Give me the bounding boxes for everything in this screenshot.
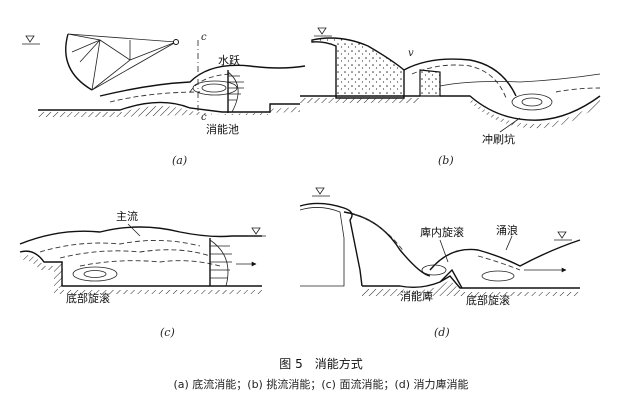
sill-inner-roller: [421, 264, 447, 276]
label-stilling-pool: 消能池: [206, 122, 239, 136]
water-level-icon: [554, 231, 572, 241]
panel-c: 主流 底部旋滚 (c): [19, 209, 266, 339]
panel-d: 庳内旋滚 涌浪 消能庳 底部旋滚 (d): [299, 187, 581, 339]
bottom-roller: [72, 266, 118, 282]
mark-v: v: [408, 48, 414, 59]
panel-tag-d: (d): [434, 326, 450, 339]
panel-tag-b: (b): [438, 154, 454, 167]
bottom-roller-d: [481, 270, 515, 282]
label-bottom-roller-d: 底部旋滚: [466, 293, 510, 307]
section-mark-bottom: c: [201, 112, 207, 123]
panel-tag-c: (c): [160, 326, 175, 339]
scour-vortex: [511, 93, 553, 111]
panel-tag-a: (a): [172, 154, 187, 167]
label-surge: 涌浪: [496, 223, 518, 237]
section-mark-top: c: [201, 32, 207, 43]
label-scour-hole: 冲刷坑: [482, 132, 515, 146]
label-sill: 消能庳: [400, 289, 433, 303]
water-level-icon: [314, 27, 332, 37]
figure-legend: (a) 底流消能；(b) 挑流消能；(c) 面流消能；(d) 消力庳消能: [173, 377, 468, 391]
radial-gate: [65, 33, 179, 91]
label-main-flow: 主流: [116, 209, 138, 223]
figure-title: 图 5 消能方式: [279, 356, 362, 371]
label-bottom-roller-c: 底部旋滚: [66, 291, 110, 305]
water-level-icon: [22, 35, 40, 45]
panel-b: v 冲刷坑 (b): [300, 27, 601, 167]
label-inner-roller: 庳内旋滚: [420, 225, 464, 239]
water-level-icon: [312, 187, 330, 197]
panel-a: c c 水跃 消能池 (a): [22, 32, 306, 167]
label-hydraulic-jump: 水跃: [218, 53, 240, 67]
water-level-icon: [248, 227, 266, 237]
